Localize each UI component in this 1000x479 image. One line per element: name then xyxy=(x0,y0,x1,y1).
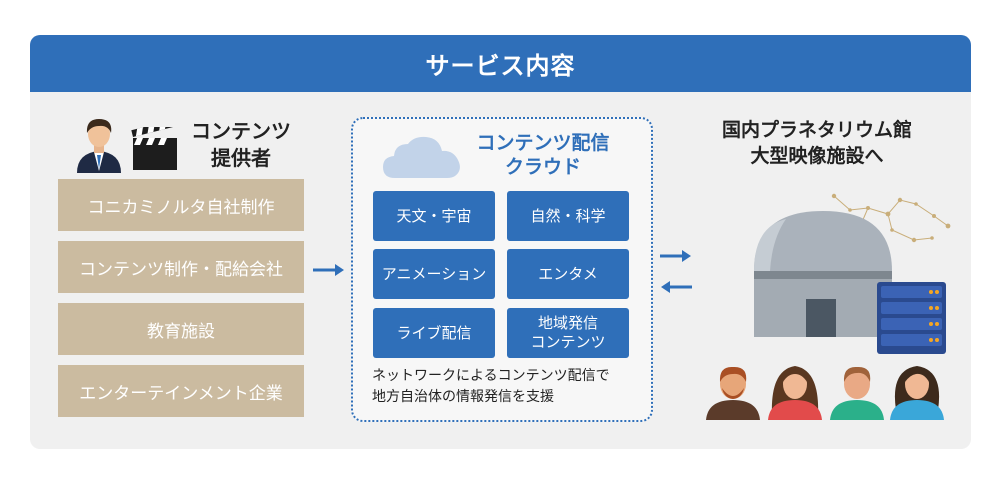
service-tile: エンタメ xyxy=(507,249,629,299)
cloud-title: コンテンツ配信 クラウド xyxy=(463,131,623,179)
service-label-line2: コンテンツ xyxy=(530,333,606,351)
service-tile: 地域発信 コンテンツ xyxy=(507,308,629,358)
service-label: エンタメ xyxy=(538,264,598,283)
service-label: 自然・科学 xyxy=(530,206,606,225)
provider-item-label: 教育施設 xyxy=(147,321,215,342)
service-label-line1: 地域発信 xyxy=(537,314,598,332)
provider-title-line1: コンテンツ xyxy=(191,119,291,143)
cloud-title-line2: クラウド xyxy=(504,156,581,178)
provider-item: コンテンツ制作・配給会社 xyxy=(58,241,304,293)
provider-title-line2: 提供者 xyxy=(211,146,271,170)
cloud-note-line1: ネットワークによるコンテンツ配信で xyxy=(372,368,610,384)
destination-title-line1: 国内プラネタリウム館 xyxy=(721,119,912,141)
clapperboard-icon xyxy=(131,119,181,171)
service-label: ライブ配信 xyxy=(396,323,472,342)
audience-person-icon xyxy=(888,360,946,420)
provider-item-label: コンテンツ制作・配給会社 xyxy=(79,259,283,280)
provider-item-label: エンターテインメント企業 xyxy=(79,383,283,404)
server-rack-icon xyxy=(877,282,946,354)
cloud-icon xyxy=(381,134,463,180)
provider-item: エンターテインメント企業 xyxy=(58,365,304,417)
cloud-title-line1: コンテンツ配信 xyxy=(476,132,610,154)
audience-person-icon xyxy=(704,362,762,420)
arrow-left-icon xyxy=(660,279,692,293)
arrow-right-icon xyxy=(313,262,345,276)
service-tile: アニメーション xyxy=(373,249,495,299)
service-label: アニメーション xyxy=(381,264,487,283)
service-tile: 天文・宇宙 xyxy=(373,191,495,241)
destination-title-line2: 大型映像施設へ xyxy=(750,145,884,167)
audience-person-icon xyxy=(766,360,824,420)
cloud-note: ネットワークによるコンテンツ配信で 地方自治体の情報発信を支援 xyxy=(372,366,642,408)
service-tile: ライブ配信 xyxy=(373,308,495,358)
arrow-right-icon xyxy=(660,248,692,262)
cloud-note-line2: 地方自治体の情報発信を支援 xyxy=(372,389,554,405)
constellation-icon xyxy=(828,186,954,256)
provider-item: コニカミノルタ自社制作 xyxy=(58,179,304,231)
person-icon xyxy=(73,115,125,173)
provider-item-label: コニカミノルタ自社制作 xyxy=(87,197,275,218)
audience-person-icon xyxy=(828,362,886,420)
service-tile: 自然・科学 xyxy=(507,191,629,241)
panel-header: サービス内容 xyxy=(30,35,971,92)
destination-title: 国内プラネタリウム館 大型映像施設へ xyxy=(697,117,937,169)
provider-item: 教育施設 xyxy=(58,303,304,355)
service-label: 天文・宇宙 xyxy=(396,206,472,225)
provider-title: コンテンツ 提供者 xyxy=(186,118,296,172)
header-title: サービス内容 xyxy=(425,52,576,80)
planetarium-dome-icon xyxy=(752,209,894,339)
